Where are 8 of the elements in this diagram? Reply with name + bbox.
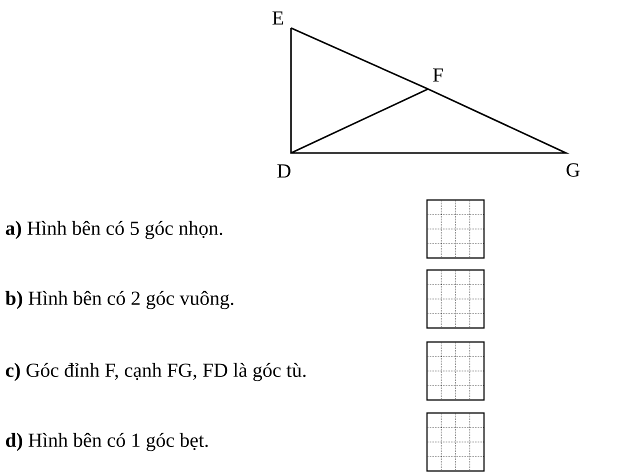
point-label: E (272, 11, 284, 25)
statement: d) Hình bên có 1 góc bẹt. (6, 432, 208, 452)
statement: a) Hình bên có 5 góc nhọn. (6, 220, 222, 240)
point-label: D (277, 164, 290, 178)
statement: b) Hình bên có 2 góc vuông. (5, 290, 234, 310)
statement: c) Góc đỉnh F, cạnh FG, FD là góc tù. (6, 362, 306, 382)
point-label: G (566, 163, 580, 177)
point-label: F (433, 68, 443, 82)
